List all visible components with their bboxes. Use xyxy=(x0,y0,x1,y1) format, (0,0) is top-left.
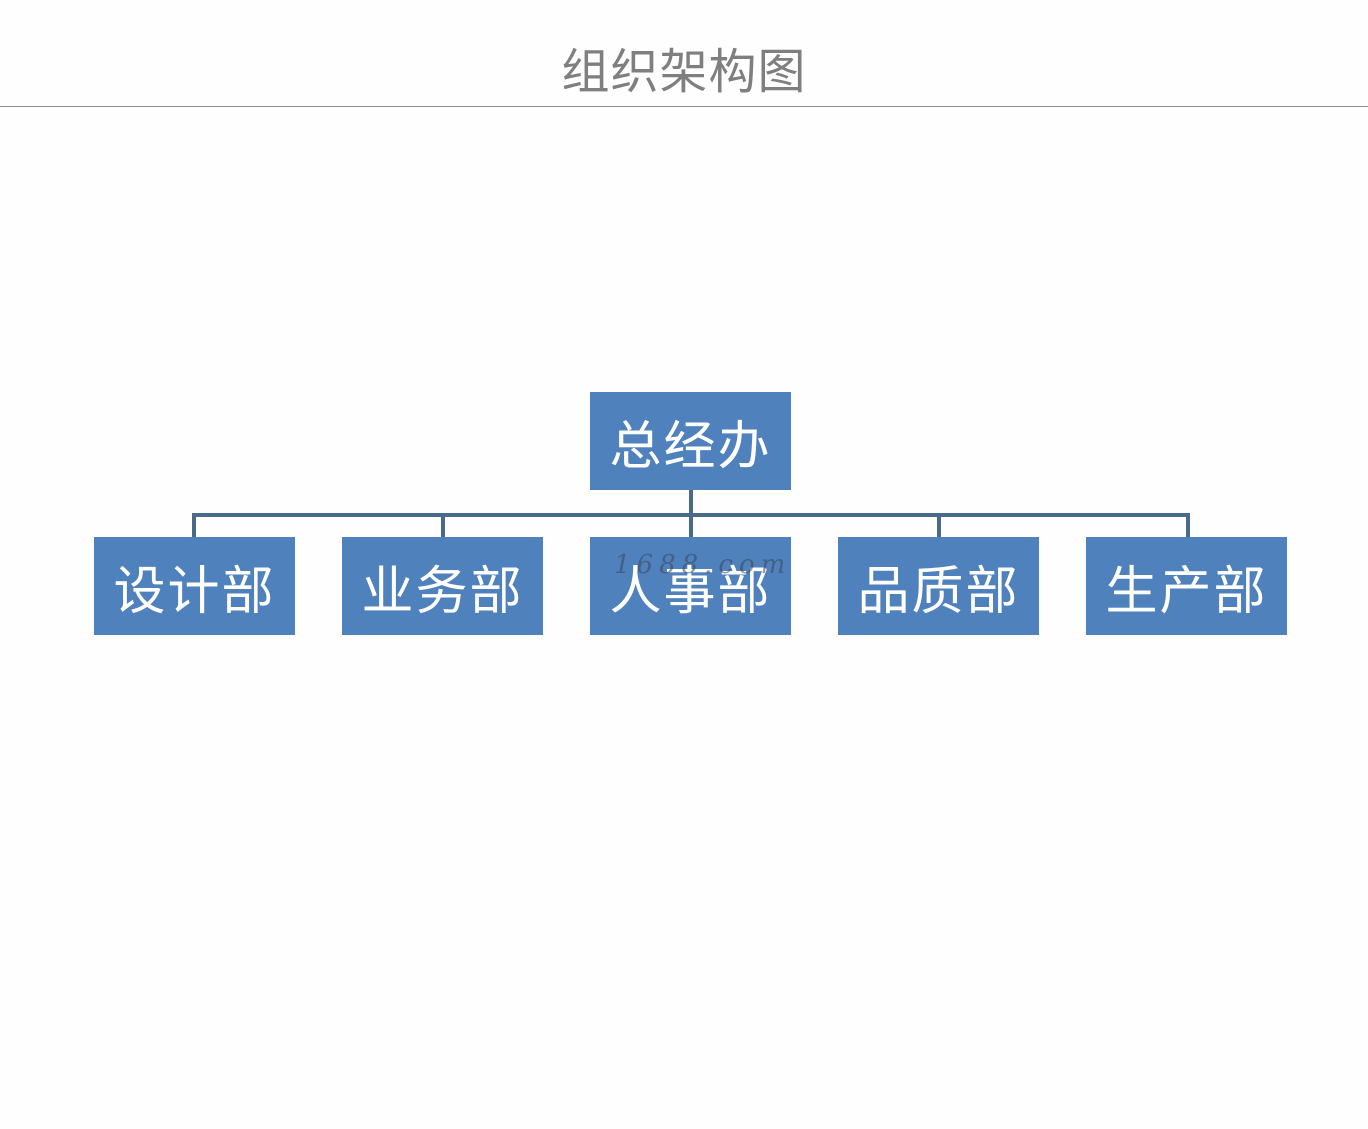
title-divider xyxy=(0,106,1368,107)
org-node-child: 生产部 xyxy=(1086,537,1287,635)
org-node-root: 总经办 xyxy=(590,392,791,490)
org-node-child: 设计部 xyxy=(94,537,295,635)
org-node-child: 人事部 xyxy=(590,537,791,635)
page-title: 组织架构图 xyxy=(561,44,807,100)
org-node-child: 业务部 xyxy=(342,537,543,635)
org-node-child: 品质部 xyxy=(838,537,1039,635)
